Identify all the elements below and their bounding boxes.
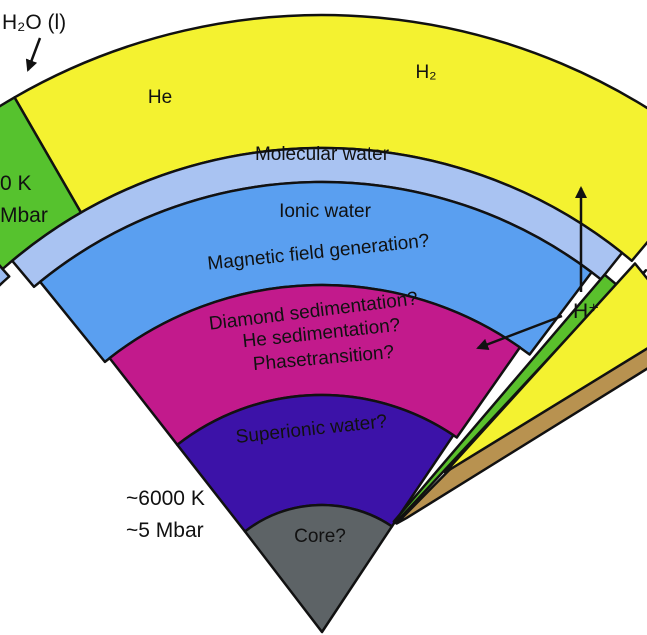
- outer-pressure-label: Mbar: [0, 204, 48, 227]
- ionic-water-label: Ionic water: [279, 201, 372, 222]
- inner-h2-wedge: [443, 262, 647, 474]
- h2-label: H₂: [415, 62, 436, 83]
- inner-temperature-label: ~6000 K: [126, 487, 205, 510]
- he-label: He: [148, 87, 172, 108]
- h-plus-arrow-left: [476, 314, 563, 351]
- inner-pressure-label: ~5 Mbar: [126, 519, 204, 542]
- h2o-liquid-label: H₂O (l): [2, 11, 66, 34]
- molecular-water-label: Molecular water: [255, 144, 390, 165]
- liquid-water-column: [0, 264, 11, 287]
- h2o-liquid-arrow: [25, 37, 42, 72]
- h-plus-label: H⁺: [573, 300, 599, 323]
- core-layer: [243, 503, 394, 634]
- core-label: Core?: [294, 526, 346, 547]
- outer-temperature-label: 0 K: [0, 172, 32, 195]
